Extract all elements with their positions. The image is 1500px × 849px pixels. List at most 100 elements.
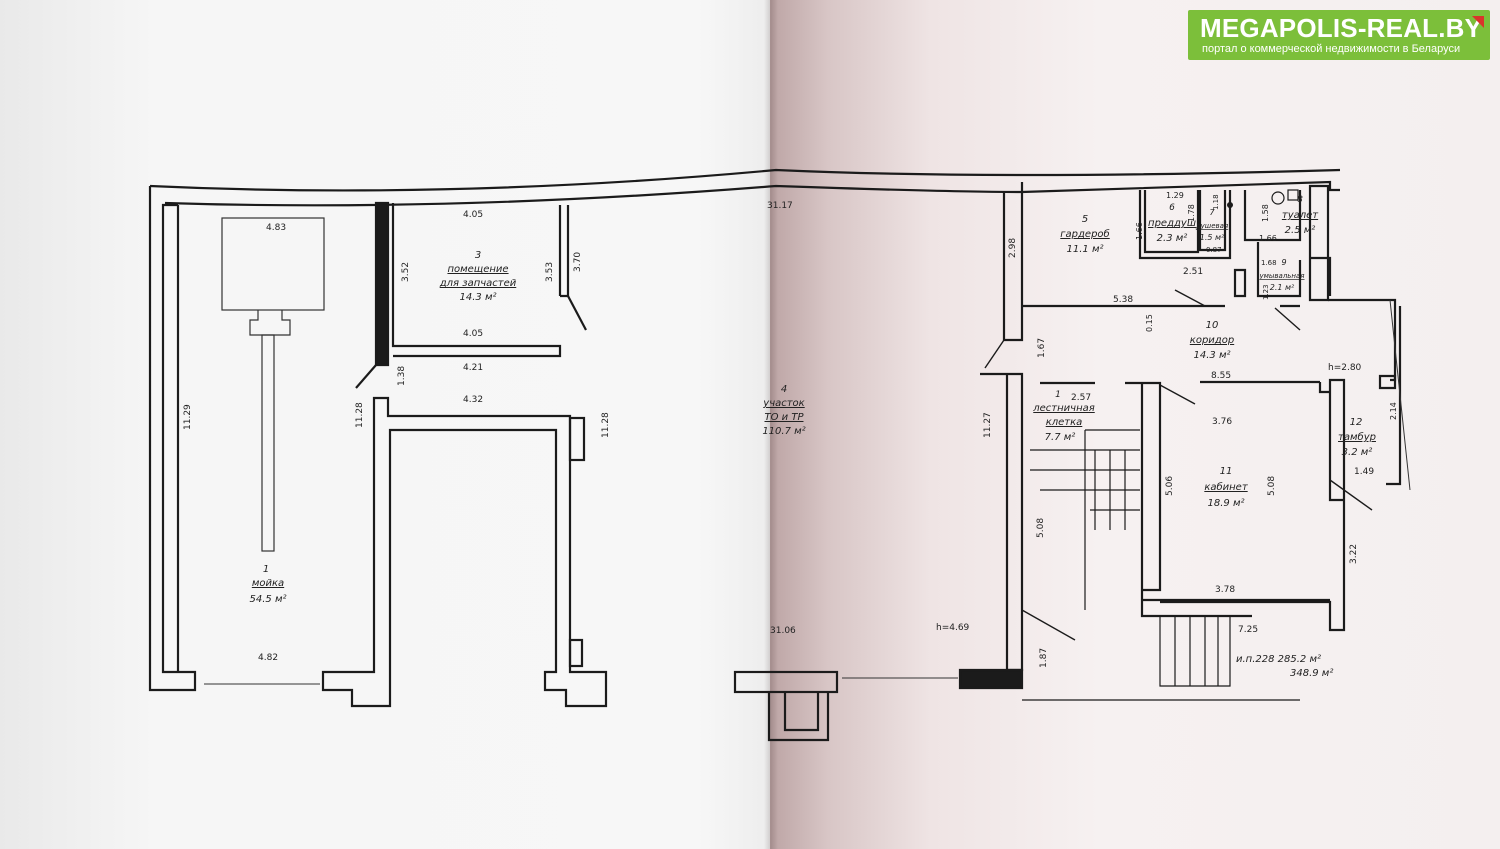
room-8-num: 8 [1297, 195, 1303, 205]
dim-257: 2.57 [1071, 393, 1091, 403]
room-6-area: 2.3 м² [1157, 233, 1188, 244]
room-12-num: 12 [1350, 417, 1363, 428]
totals-line1: и.п.228 285.2 м² [1236, 654, 1321, 665]
room-4-num: 4 [781, 384, 787, 395]
dimension-lines [204, 299, 1411, 685]
room-stair-name: лестничная [1032, 403, 1095, 414]
dim-087: 0.87 [1206, 246, 1222, 254]
dim-405-top: 4.05 [463, 210, 483, 220]
dim-118: 1.18 [1212, 194, 1220, 210]
wash-lift [221, 217, 325, 552]
dim-251: 2.51 [1183, 267, 1203, 277]
room-12-name: тамбур [1338, 431, 1376, 443]
door-marker [568, 416, 586, 462]
wall-wash-parts [374, 201, 390, 367]
dim-378: 3.78 [1215, 585, 1235, 595]
dim-352: 3.52 [401, 262, 411, 282]
room-stair-num: 1 [1055, 390, 1061, 400]
room-4-area: 110.7 м² [762, 426, 805, 437]
dim-178: 1.78 [1187, 204, 1196, 222]
dim-167: 1.67 [1037, 338, 1047, 358]
dim-506: 5.06 [1165, 476, 1175, 496]
right-page [770, 0, 1500, 849]
door-marker [568, 638, 584, 668]
room-1-num: 1 [263, 564, 269, 575]
dim-508-b: 5.08 [1036, 518, 1046, 538]
dim-353: 3.53 [545, 262, 555, 282]
totals-line2: 348.9 м² [1290, 668, 1333, 679]
dim-138: 1.38 [397, 366, 407, 386]
room-stair-area: 7.7 м² [1045, 432, 1076, 443]
outer-wall-left [148, 186, 197, 692]
room-3-name2: для запчастей [439, 278, 517, 289]
dim-187: 1.87 [1039, 648, 1049, 668]
dim-214: 2.14 [1389, 402, 1398, 420]
dim-432: 4.32 [463, 395, 483, 405]
height-280: h=2.80 [1328, 363, 1362, 373]
room-3-name: помещение [447, 264, 508, 275]
room-9-area: 2.1 м² [1270, 283, 1295, 292]
logo-site-name: MEGAPOLIS-REAL.BY [1200, 13, 1483, 43]
gate-pier [733, 670, 839, 694]
room-10-num: 10 [1206, 320, 1219, 331]
dim-1128-a: 11.28 [355, 402, 365, 428]
dim-370: 3.70 [573, 252, 583, 272]
dim-421: 4.21 [463, 363, 483, 373]
room-1-name: мойка [252, 578, 284, 589]
room-5-name: гардероб [1060, 228, 1109, 240]
room-12-area: 3.2 м² [1342, 447, 1373, 458]
dim-166-a: 1.66 [1135, 222, 1144, 240]
dim-725: 7.25 [1238, 625, 1258, 635]
room-7-name: душевая [1195, 222, 1228, 230]
totals: и.п.228 285.2 м² 348.9 м² [1236, 654, 1333, 679]
room-11-area: 18.9 м² [1208, 498, 1245, 509]
dim-015: 0.15 [1145, 314, 1154, 332]
room-labels: 1 мойка 54.5 м² 3 помещение для запчасте… [250, 195, 1376, 605]
dim-149: 1.49 [1354, 467, 1374, 477]
room-8-area: 2.5 м² [1285, 225, 1316, 236]
room-6-name: преддуш [1148, 218, 1196, 229]
dim-322: 3.22 [1349, 544, 1359, 564]
room-8-name: туалет [1282, 210, 1319, 221]
room-4-name2: ТО и ТР [765, 412, 805, 423]
dim-158: 1.58 [1261, 204, 1270, 222]
dim-376: 3.76 [1212, 417, 1232, 427]
room-6-num: 6 [1169, 203, 1175, 213]
room-3-num: 3 [475, 250, 481, 261]
room-11-name: кабинет [1204, 481, 1249, 493]
dim-1128-b: 11.28 [601, 412, 611, 438]
dim-508-a: 5.08 [1267, 476, 1277, 496]
room-9-num: 9 [1281, 258, 1286, 267]
dim-405-bottom: 4.05 [463, 329, 483, 339]
room-1-area: 54.5 м² [250, 594, 287, 605]
dim-168: 1.68 [1261, 259, 1277, 267]
dim-123: 1.23 [1262, 284, 1270, 300]
height-469: h=4.69 [936, 623, 970, 633]
dim-129: 1.29 [1166, 191, 1184, 200]
inner-wall-top [164, 184, 1023, 207]
room-3-area: 14.3 м² [460, 292, 497, 303]
room-5-num: 5 [1082, 214, 1088, 225]
dim-298: 2.98 [1008, 238, 1018, 258]
book-spine-shadow [764, 0, 778, 849]
dim-1127: 11.27 [983, 412, 993, 438]
room-7-area: 1.5 м² [1200, 233, 1225, 242]
staircase [1030, 429, 1231, 687]
room-7-num: 7 [1209, 208, 1215, 217]
room-10-name: коридор [1190, 335, 1234, 346]
left-page [0, 0, 776, 849]
site-logo[interactable]: MEGAPOLIS-REAL.BY портал о коммерческой … [1188, 10, 1490, 60]
room-4-name: участок [762, 398, 804, 409]
dim-1129: 11.29 [183, 404, 193, 430]
room-9-name: умывальная [1258, 272, 1304, 280]
dim-3106: 31.06 [770, 626, 796, 636]
center-bay-block [321, 396, 608, 708]
dim-166-b: 1.66 [1259, 234, 1277, 243]
room-stair-name2: клетка [1046, 417, 1083, 428]
room-11-num: 11 [1220, 466, 1233, 477]
dim-538: 5.38 [1113, 295, 1133, 305]
room-10-area: 14.3 м² [1194, 350, 1231, 361]
dim-482: 4.82 [258, 653, 278, 663]
dimension-labels: 4.83 11.29 4.05 3.52 3.53 3.70 4.05 4.21… [183, 191, 1398, 668]
